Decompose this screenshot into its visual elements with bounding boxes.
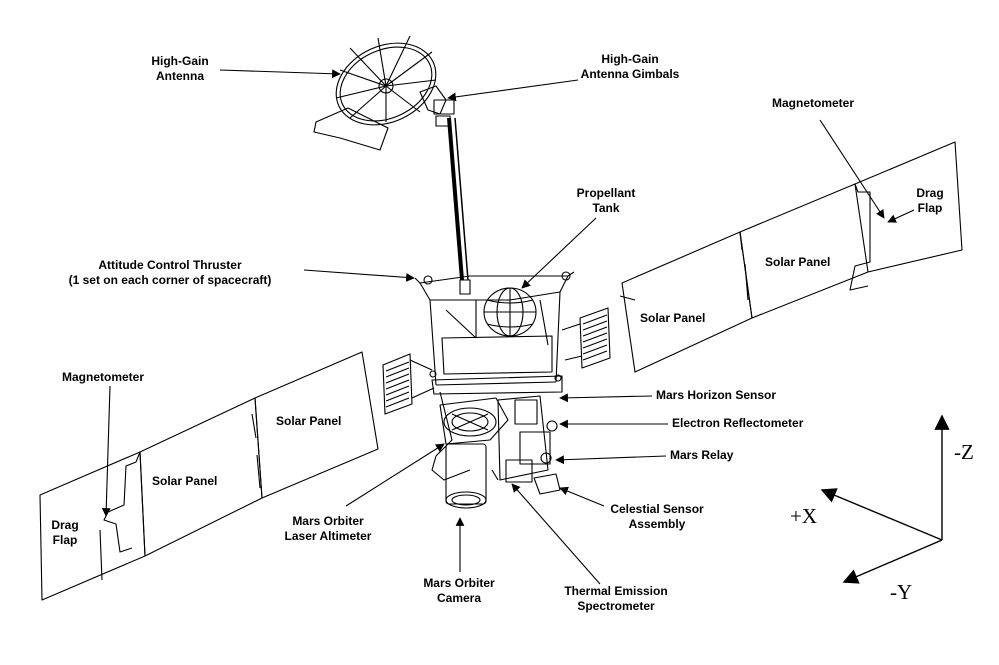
label-thermal-emission-spectrometer: Thermal Emission Spectrometer bbox=[546, 584, 686, 614]
label-line: Flap bbox=[52, 533, 78, 547]
label-solar-panel-left-outer: Solar Panel bbox=[152, 474, 218, 488]
label-line: Antenna Gimbals bbox=[580, 67, 680, 81]
leader-high-gain-antenna bbox=[219, 69, 341, 79]
propellant-tank bbox=[483, 287, 537, 337]
leader-propellant-tank bbox=[521, 217, 597, 289]
label-line: Attitude Control Thruster bbox=[98, 258, 242, 272]
axis-triad bbox=[820, 414, 950, 584]
label-solar-panel-left-inner: Solar Panel bbox=[276, 414, 342, 428]
label-line: Assembly bbox=[628, 517, 686, 531]
label-line: Mars Orbiter bbox=[292, 514, 364, 528]
antenna-boom bbox=[447, 117, 471, 295]
leader-drag-flap-right bbox=[887, 209, 915, 223]
leader-attitude-thruster bbox=[303, 269, 415, 282]
instrument-cluster bbox=[431, 391, 561, 509]
label-drag-flap-right: Drag Flap bbox=[904, 186, 956, 216]
label-line: Laser Altimeter bbox=[284, 529, 372, 543]
label-line: Drag bbox=[916, 186, 944, 200]
label-line: Spectrometer bbox=[577, 599, 655, 613]
label-mars-relay: Mars Relay bbox=[670, 448, 734, 462]
left-solar-array bbox=[39, 351, 379, 601]
label-magnetometer-left: Magnetometer bbox=[62, 370, 145, 384]
label-high-gain-antenna-gimbals: High-Gain Antenna Gimbals bbox=[560, 52, 700, 82]
leader-antenna-gimbals bbox=[447, 79, 579, 102]
leader-thermal-emission bbox=[511, 483, 601, 585]
label-magnetometer-right: Magnetometer bbox=[772, 96, 855, 110]
label-celestial-sensor-assembly: Celestial Sensor Assembly bbox=[594, 502, 720, 532]
label-line: Tank bbox=[592, 201, 620, 215]
high-gain-antenna-dish bbox=[313, 35, 455, 151]
axis-x-arrow bbox=[820, 488, 943, 541]
label-high-gain-antenna: High-Gain Antenna bbox=[130, 54, 230, 84]
label-mars-horizon-sensor: Mars Horizon Sensor bbox=[656, 388, 777, 402]
axis-y-label: -Y bbox=[890, 580, 913, 604]
label-propellant-tank: Propellant Tank bbox=[556, 186, 656, 216]
leader-mars-relay bbox=[555, 455, 667, 465]
leader-magnetometer-right bbox=[819, 119, 885, 219]
label-drag-flap-left: Drag Flap bbox=[44, 518, 86, 548]
label-line: Celestial Sensor bbox=[610, 502, 704, 516]
leader-laser-altimeter bbox=[345, 443, 445, 507]
label-mars-orbiter-laser-altimeter: Mars Orbiter Laser Altimeter bbox=[266, 514, 390, 544]
label-line: Flap bbox=[917, 201, 943, 215]
label-mars-orbiter-camera: Mars Orbiter Camera bbox=[404, 576, 514, 606]
axis-z-label: -Z bbox=[954, 440, 974, 464]
leader-celestial-sensor bbox=[559, 486, 605, 507]
label-line: Mars Orbiter bbox=[423, 576, 495, 590]
label-line: Thermal Emission bbox=[564, 584, 668, 598]
leader-magnetometer-left bbox=[101, 385, 111, 517]
label-electron-reflectometer: Electron Reflectometer bbox=[672, 416, 804, 430]
label-line: Camera bbox=[436, 591, 482, 605]
label-line: (1 set on each corner of spacecraft) bbox=[68, 273, 272, 287]
right-solar-array bbox=[619, 141, 963, 373]
left-louvers bbox=[382, 353, 435, 415]
label-attitude-control-thruster: Attitude Control Thruster (1 set on each… bbox=[36, 258, 304, 288]
label-line: High-Gain bbox=[151, 54, 209, 68]
spacecraft-bus bbox=[414, 271, 575, 395]
label-line: Drag bbox=[51, 518, 79, 532]
axis-y-arrow bbox=[842, 539, 943, 584]
leader-mars-horizon-sensor bbox=[559, 393, 653, 403]
right-louvers bbox=[561, 307, 611, 369]
axis-x-label: +X bbox=[790, 504, 818, 528]
label-line: Antenna bbox=[156, 69, 204, 83]
label-line: High-Gain bbox=[601, 52, 659, 66]
label-solar-panel-right-outer: Solar Panel bbox=[765, 255, 831, 269]
label-line: Propellant bbox=[576, 186, 636, 200]
label-solar-panel-right-inner: Solar Panel bbox=[640, 311, 706, 325]
